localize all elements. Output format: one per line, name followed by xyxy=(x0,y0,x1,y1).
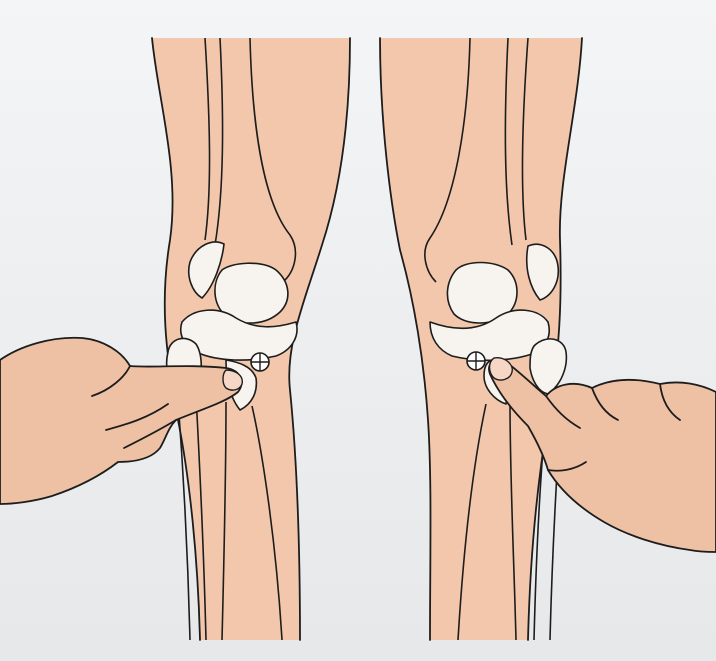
left-leg xyxy=(152,38,350,640)
right-leg xyxy=(380,38,582,640)
right-landmark-marker xyxy=(467,352,485,370)
left-landmark-marker xyxy=(251,353,269,371)
